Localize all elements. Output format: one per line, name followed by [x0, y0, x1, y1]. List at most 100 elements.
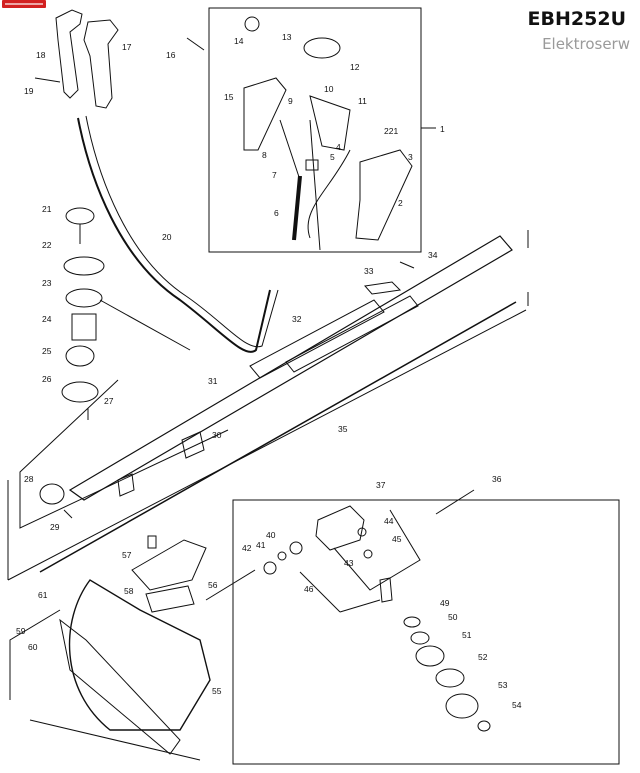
callout-5: 5: [330, 152, 335, 162]
callout-3: 3: [408, 152, 413, 162]
clamp-28: [39, 483, 65, 505]
part-25: [65, 345, 95, 367]
callout-35: 35: [338, 424, 348, 434]
callout-51: 51: [462, 630, 472, 640]
spring-24: [71, 313, 97, 341]
callout-221: 221: [384, 126, 398, 136]
handle-18: [55, 9, 83, 99]
gear-case-37: [315, 505, 365, 551]
guard-55: [68, 579, 211, 731]
callout-14: 14: [234, 36, 244, 46]
callout-27: 27: [104, 396, 114, 406]
callout-24: 24: [42, 314, 52, 324]
callout-46: 46: [304, 584, 314, 594]
callout-60: 60: [28, 642, 38, 652]
callout-2: 2: [398, 198, 403, 208]
callout-22: 22: [42, 240, 52, 250]
callout-33: 33: [364, 266, 374, 276]
hanger-30: [181, 431, 205, 459]
shaft-31: [68, 235, 513, 501]
callout-52: 52: [478, 652, 488, 662]
logo-badge: [2, 0, 46, 8]
callout-55: 55: [212, 686, 222, 696]
guard-extension-61: [59, 618, 181, 755]
callout-44: 44: [384, 516, 394, 526]
callout-1: 1: [440, 124, 445, 134]
callout-59: 59: [16, 626, 26, 636]
callout-37: 37: [376, 480, 386, 490]
shaft-46: [379, 577, 393, 603]
bracket-56: [131, 539, 207, 591]
callout-9: 9: [288, 96, 293, 106]
callout-41: 41: [256, 540, 266, 550]
callout-17: 17: [122, 42, 132, 52]
bolt-57: [147, 535, 157, 549]
handle-17: [83, 19, 119, 109]
washer-52: [435, 668, 465, 688]
callout-45: 45: [392, 534, 402, 544]
model-number: EBH252U: [527, 8, 626, 30]
drive-shaft-35: [39, 301, 517, 573]
collar-49: [403, 616, 421, 628]
callout-23: 23: [42, 278, 52, 288]
callout-4: 4: [336, 142, 341, 152]
washer-50: [410, 631, 430, 645]
shim-41: [277, 551, 287, 561]
brand-name: Elektroserw: [542, 35, 630, 53]
washer-45: [363, 549, 373, 559]
callout-49: 49: [440, 598, 450, 608]
callout-50: 50: [448, 612, 458, 622]
callout-15: 15: [224, 92, 234, 102]
callout-43: 43: [344, 558, 354, 568]
handle-assembly-box: [208, 7, 422, 253]
callout-8: 8: [262, 150, 267, 160]
gear-head-box: [232, 499, 620, 765]
callout-16: 16: [166, 50, 176, 60]
sleeve-32: [249, 299, 385, 379]
lever-11: [309, 95, 351, 151]
callout-42: 42: [242, 543, 252, 553]
clamp-26: [61, 381, 99, 403]
plate-58: [145, 585, 195, 613]
callout-18: 18: [36, 50, 46, 60]
loop-handle: [77, 117, 271, 353]
callout-36: 36: [492, 474, 502, 484]
nut-54: [477, 720, 491, 732]
callout-21: 21: [42, 204, 52, 214]
callout-6: 6: [274, 208, 279, 218]
clamp-23: [65, 288, 103, 308]
cup-53: [445, 693, 479, 719]
clamp-22: [63, 256, 105, 276]
callout-11: 11: [358, 96, 367, 106]
switch-13: [244, 16, 260, 32]
callout-30: 30: [212, 430, 222, 440]
callout-53: 53: [498, 680, 508, 690]
callout-28: 28: [24, 474, 34, 484]
callout-13: 13: [282, 32, 292, 42]
callout-12: 12: [350, 62, 360, 72]
callout-34: 34: [428, 250, 438, 260]
bolt-44: [357, 527, 367, 537]
callout-58: 58: [124, 586, 134, 596]
callout-32: 32: [292, 314, 302, 324]
callout-20: 20: [162, 232, 172, 242]
callout-26: 26: [42, 374, 52, 384]
callout-57: 57: [122, 550, 132, 560]
handle-half-15: [243, 77, 287, 151]
callout-61: 61: [38, 590, 48, 600]
handle-half-3: [355, 149, 413, 241]
callout-29: 29: [50, 522, 60, 532]
callout-7: 7: [272, 170, 277, 180]
callout-40: 40: [266, 530, 276, 540]
callout-25: 25: [42, 346, 52, 356]
bearing-40: [289, 541, 303, 555]
callout-19: 19: [24, 86, 34, 96]
callout-54: 54: [512, 700, 522, 710]
callout-10: 10: [324, 84, 334, 94]
holder-51: [415, 645, 445, 667]
circlip-42: [263, 561, 277, 575]
callout-56: 56: [208, 580, 218, 590]
cover-12: [303, 37, 341, 59]
